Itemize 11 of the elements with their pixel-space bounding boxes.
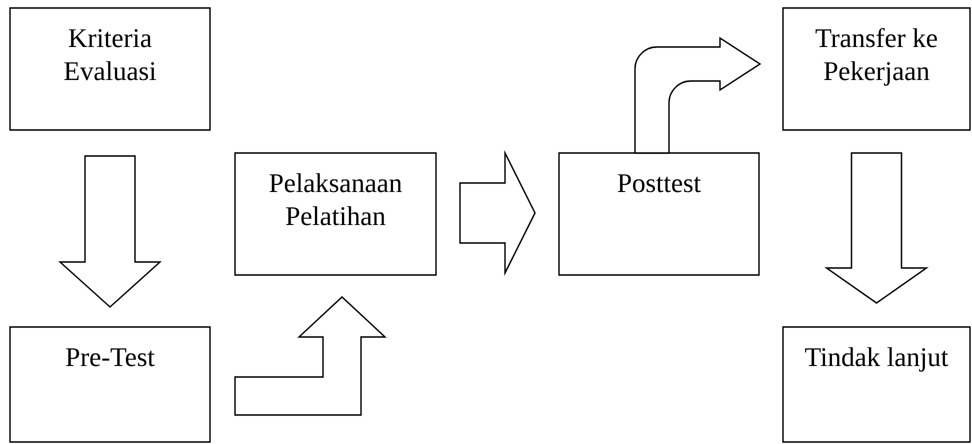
block-arrow [824,152,929,304]
process-box: Pre-Test [9,326,211,443]
process-box: Posttest [558,152,760,276]
process-box: Transfer ke Pekerjaan [782,7,971,131]
block-arrow [234,296,387,416]
block-arrow [58,155,162,308]
process-box: Pelaksanaan Pelatihan [234,152,437,276]
block-arrow [459,150,536,276]
block-arrow [634,37,761,154]
process-box: Tindak lanjut [782,326,971,443]
process-box: Kriteria Evaluasi [9,7,211,131]
